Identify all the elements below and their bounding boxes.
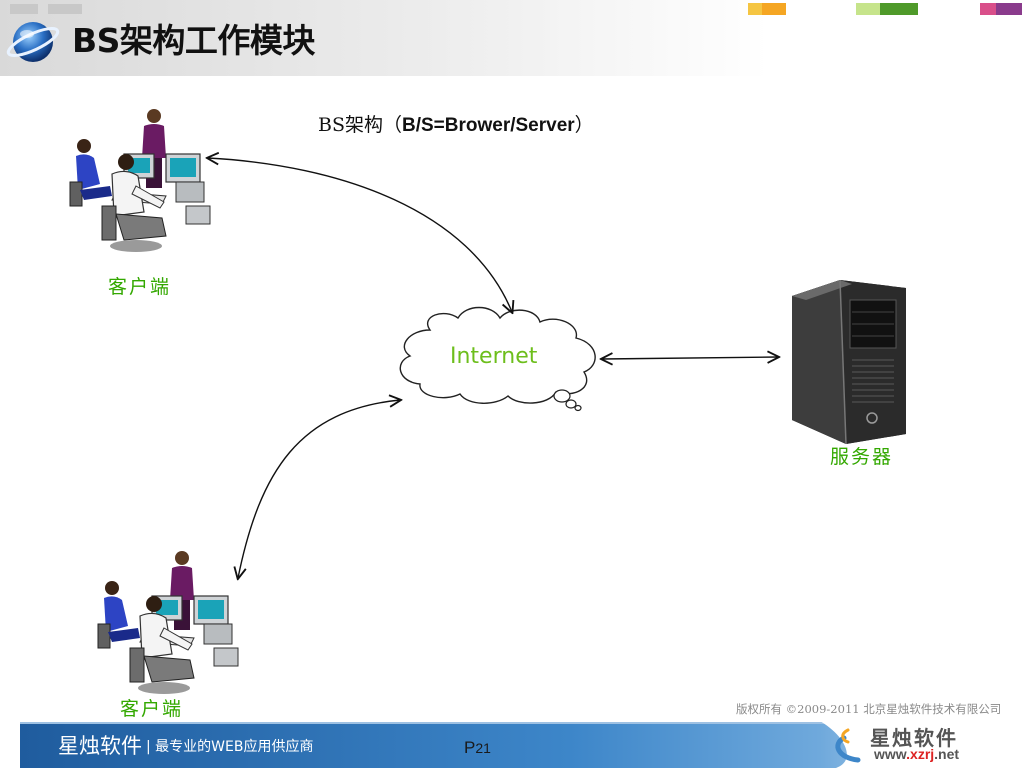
footer-brand: 星烛软件 — [58, 734, 142, 758]
logo-url-part-3: .net — [934, 746, 960, 762]
client-top-label: 客户端 — [108, 276, 172, 298]
connector-internet-server — [602, 357, 778, 359]
accent-block-green — [880, 3, 918, 15]
caption-definition: B/S=Brower/Server — [401, 115, 575, 136]
internet-label: Internet — [450, 344, 538, 369]
accent-block-pink — [980, 3, 996, 15]
logo-url-part-1: www — [874, 746, 907, 762]
accent-block-lightgreen — [856, 3, 880, 15]
accent-block-yellow — [748, 3, 762, 15]
footer-logo-swoosh — [818, 720, 1020, 768]
connector-internet-bottom-client — [238, 400, 400, 578]
header-decorations — [6, 3, 1022, 62]
caption-suffix: ） — [574, 114, 594, 136]
caption-prefix: BS架构（ — [318, 114, 402, 136]
page-title: BS架构工作模块 — [72, 21, 315, 60]
copyright-notice: 版权所有 ©2009-2011 北京星烛软件技术有限公司 — [736, 702, 1002, 716]
logo-url-part-2: .xzrj — [906, 746, 935, 762]
footer-logo-url: www.xzrj.net — [874, 746, 959, 762]
accent-block-orange — [762, 3, 786, 15]
page-number-value: 21 — [475, 740, 491, 756]
globe-icon — [6, 22, 60, 62]
server-label: 服务器 — [830, 446, 894, 468]
connector-top-client-internet — [208, 158, 512, 312]
page-number: P21 — [464, 738, 491, 758]
diagram-caption: BS架构（B/S=Brower/Server） — [318, 110, 594, 137]
header-tab-block-2 — [48, 4, 82, 14]
header-tab-block-1 — [10, 4, 38, 14]
server-tower-icon — [792, 279, 906, 445]
client-workstation-bottom-icon — [97, 550, 239, 695]
footer-logo-name: 星烛软件 — [870, 726, 958, 750]
accent-block-purple — [996, 3, 1022, 15]
page-prefix: P — [464, 738, 476, 757]
header-band — [0, 0, 1024, 76]
footer-slogan: | 最专业的WEB应用供应商 — [146, 739, 314, 755]
client-workstation-top-icon — [69, 108, 211, 253]
client-bottom-label: 客户端 — [120, 698, 184, 720]
